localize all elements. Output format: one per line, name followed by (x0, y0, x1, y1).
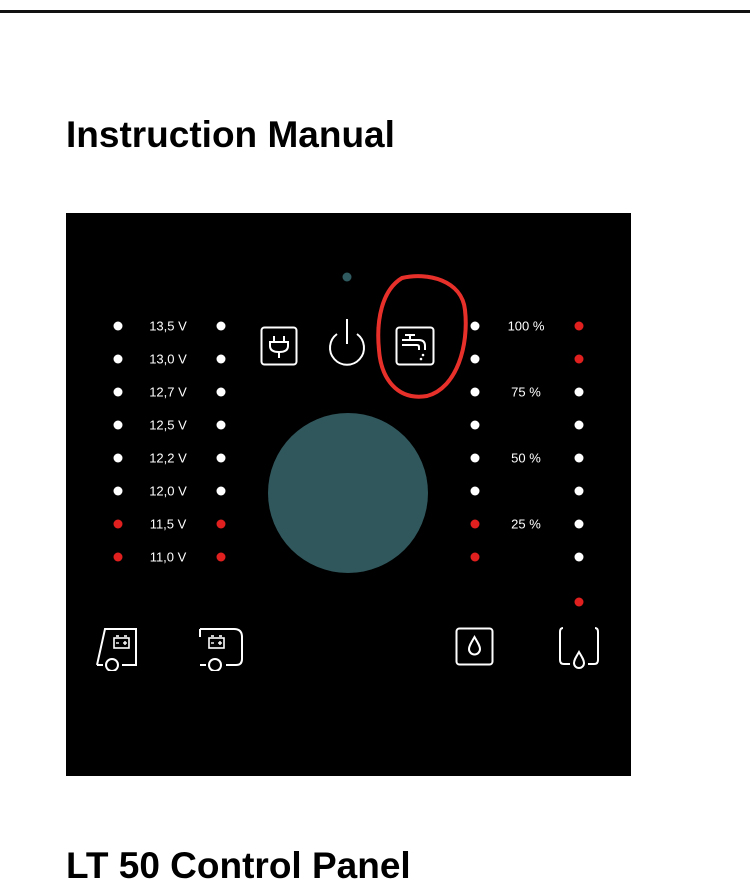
caravan-battery-icon[interactable] (196, 623, 244, 671)
leisure-battery-led (216, 453, 226, 463)
fresh-water-level-label: 50 % (511, 450, 541, 466)
vehicle-battery-led (113, 486, 123, 496)
status-led (342, 272, 352, 282)
plug-icon[interactable] (260, 326, 298, 366)
top-rule (0, 10, 750, 13)
fresh-water-led (470, 354, 480, 364)
voltage-label: 12,5 V (149, 417, 187, 433)
vehicle-battery-icon[interactable] (94, 623, 140, 671)
waste-water-led (574, 486, 584, 496)
waste-water-led (574, 453, 584, 463)
page-title: Instruction Manual (66, 114, 395, 155)
vehicle-battery-led (113, 453, 123, 463)
rotary-knob[interactable] (268, 413, 428, 573)
annotation-circle (376, 274, 468, 399)
product-title: LT 50 Control Panel (66, 845, 411, 886)
leisure-battery-led (216, 486, 226, 496)
waste-water-led (574, 519, 584, 529)
voltage-label: 13,5 V (149, 318, 187, 334)
fresh-water-led (470, 552, 480, 562)
leisure-battery-led (216, 420, 226, 430)
fresh-water-level-label: 25 % (511, 516, 541, 532)
vehicle-battery-led (113, 552, 123, 562)
fresh-water-led (470, 420, 480, 430)
fresh-water-led (470, 321, 480, 331)
vehicle-battery-led (113, 420, 123, 430)
voltage-label: 13,0 V (149, 351, 187, 367)
voltage-label: 12,2 V (149, 450, 187, 466)
control-panel: 13,5 V 13,0 V 12,7 V 12,5 V 12,2 V 12,0 V 11,5… (66, 213, 631, 776)
leisure-battery-led (216, 519, 226, 529)
waste-water-led (574, 387, 584, 397)
leisure-battery-led (216, 354, 226, 364)
vehicle-battery-led (113, 321, 123, 331)
vehicle-battery-led (113, 354, 123, 364)
waste-water-led (574, 321, 584, 331)
leisure-battery-led (216, 387, 226, 397)
waste-tank-icon[interactable] (558, 626, 600, 674)
water-drop-icon[interactable] (455, 627, 494, 666)
waste-water-led (574, 420, 584, 430)
vehicle-battery-led (113, 387, 123, 397)
fresh-water-led (470, 453, 480, 463)
power-icon[interactable] (324, 316, 370, 366)
fresh-water-led (470, 387, 480, 397)
water-tap-icon[interactable] (395, 326, 435, 366)
waste-water-led (574, 354, 584, 364)
vehicle-battery-led (113, 519, 123, 529)
voltage-label: 11,0 V (149, 549, 187, 565)
leisure-battery-led (216, 552, 226, 562)
fresh-water-level-label: 100 % (507, 318, 545, 334)
voltage-label: 12,0 V (149, 483, 187, 499)
fresh-water-level-label: 75 % (511, 384, 541, 400)
voltage-label: 12,7 V (149, 384, 187, 400)
fresh-water-led (470, 519, 480, 529)
voltage-label: 11,5 V (149, 516, 187, 532)
leisure-battery-led (216, 321, 226, 331)
waste-water-led (574, 552, 584, 562)
fresh-water-led (470, 486, 480, 496)
waste-water-led (574, 597, 584, 607)
